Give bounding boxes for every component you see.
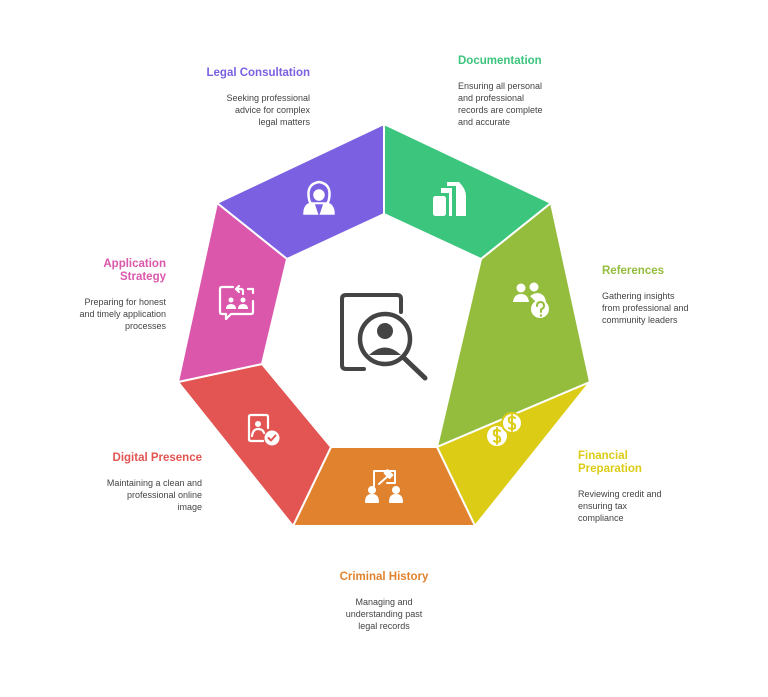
title-line: Strategy — [119, 271, 166, 283]
desc-line: legal matters — [258, 117, 310, 127]
label-desc-digital: Maintaining a clean and professional onl… — [107, 477, 202, 513]
title-line: Preparation — [578, 463, 642, 475]
label-desc-application: Preparing for honest and timely applicat… — [79, 296, 166, 332]
desc-line: legal records — [358, 621, 410, 631]
desc-line: and timely application — [79, 309, 166, 319]
desc-line: and accurate — [458, 117, 511, 127]
label-title-financial: Financial Preparation — [578, 450, 642, 476]
title-line: Financial — [578, 450, 628, 462]
label-title-documentation: Documentation — [458, 55, 542, 68]
title-line: Documentation — [458, 55, 542, 67]
label-title-digital: Digital Presence — [113, 452, 202, 465]
label-title-application: Application Strategy — [103, 258, 166, 284]
label-title-criminal: Criminal History — [284, 571, 484, 584]
desc-line: processes — [124, 321, 166, 331]
title-line: Criminal History — [339, 571, 429, 583]
desc-line: Preparing for honest — [84, 297, 166, 307]
desc-line: Maintaining a clean and — [106, 478, 202, 488]
desc-line: image — [177, 502, 202, 512]
lawyer-icon — [303, 180, 335, 217]
desc-line: compliance — [578, 513, 624, 523]
desc-line: records are complete — [458, 105, 543, 115]
desc-line: professional online — [126, 490, 202, 500]
label-desc-financial: Reviewing credit and ensuring tax compli… — [578, 488, 662, 524]
desc-line: community leaders — [602, 315, 678, 325]
label-desc-references: Gathering insights from professional and… — [602, 290, 689, 326]
background-check-icon — [340, 293, 428, 381]
title-line: Digital Presence — [112, 452, 202, 464]
desc-line: Managing and — [355, 597, 413, 607]
title-line: Application — [103, 258, 166, 270]
desc-line: advice for complex — [234, 105, 310, 115]
segment-application — [177, 202, 288, 383]
desc-line: Gathering insights — [602, 291, 675, 301]
title-line: References — [602, 265, 665, 277]
label-desc-criminal: Managing and understanding past legal re… — [284, 596, 484, 632]
desc-line: Ensuring all personal — [458, 81, 543, 91]
desc-line: Seeking professional — [226, 93, 310, 103]
gavel-people-icon — [365, 469, 403, 503]
desc-line: from professional and — [602, 303, 689, 313]
desc-line: ensuring tax — [578, 501, 628, 511]
coins-icon — [487, 412, 523, 446]
desc-line: and professional — [458, 93, 525, 103]
profile-check-icon — [247, 413, 280, 446]
people-question-icon — [513, 282, 549, 318]
label-desc-documentation: Ensuring all personal and professional r… — [458, 80, 543, 128]
chat-exchange-icon — [218, 284, 255, 321]
title-line: Legal Consultation — [206, 67, 311, 79]
desc-line: understanding past — [345, 609, 423, 619]
label-title-legal: Legal Consultation — [207, 67, 311, 80]
label-desc-legal: Seeking professional advice for complex … — [226, 92, 310, 128]
label-title-references: References — [602, 265, 664, 278]
documents-icon — [433, 182, 466, 216]
desc-line: Reviewing credit and — [578, 489, 662, 499]
